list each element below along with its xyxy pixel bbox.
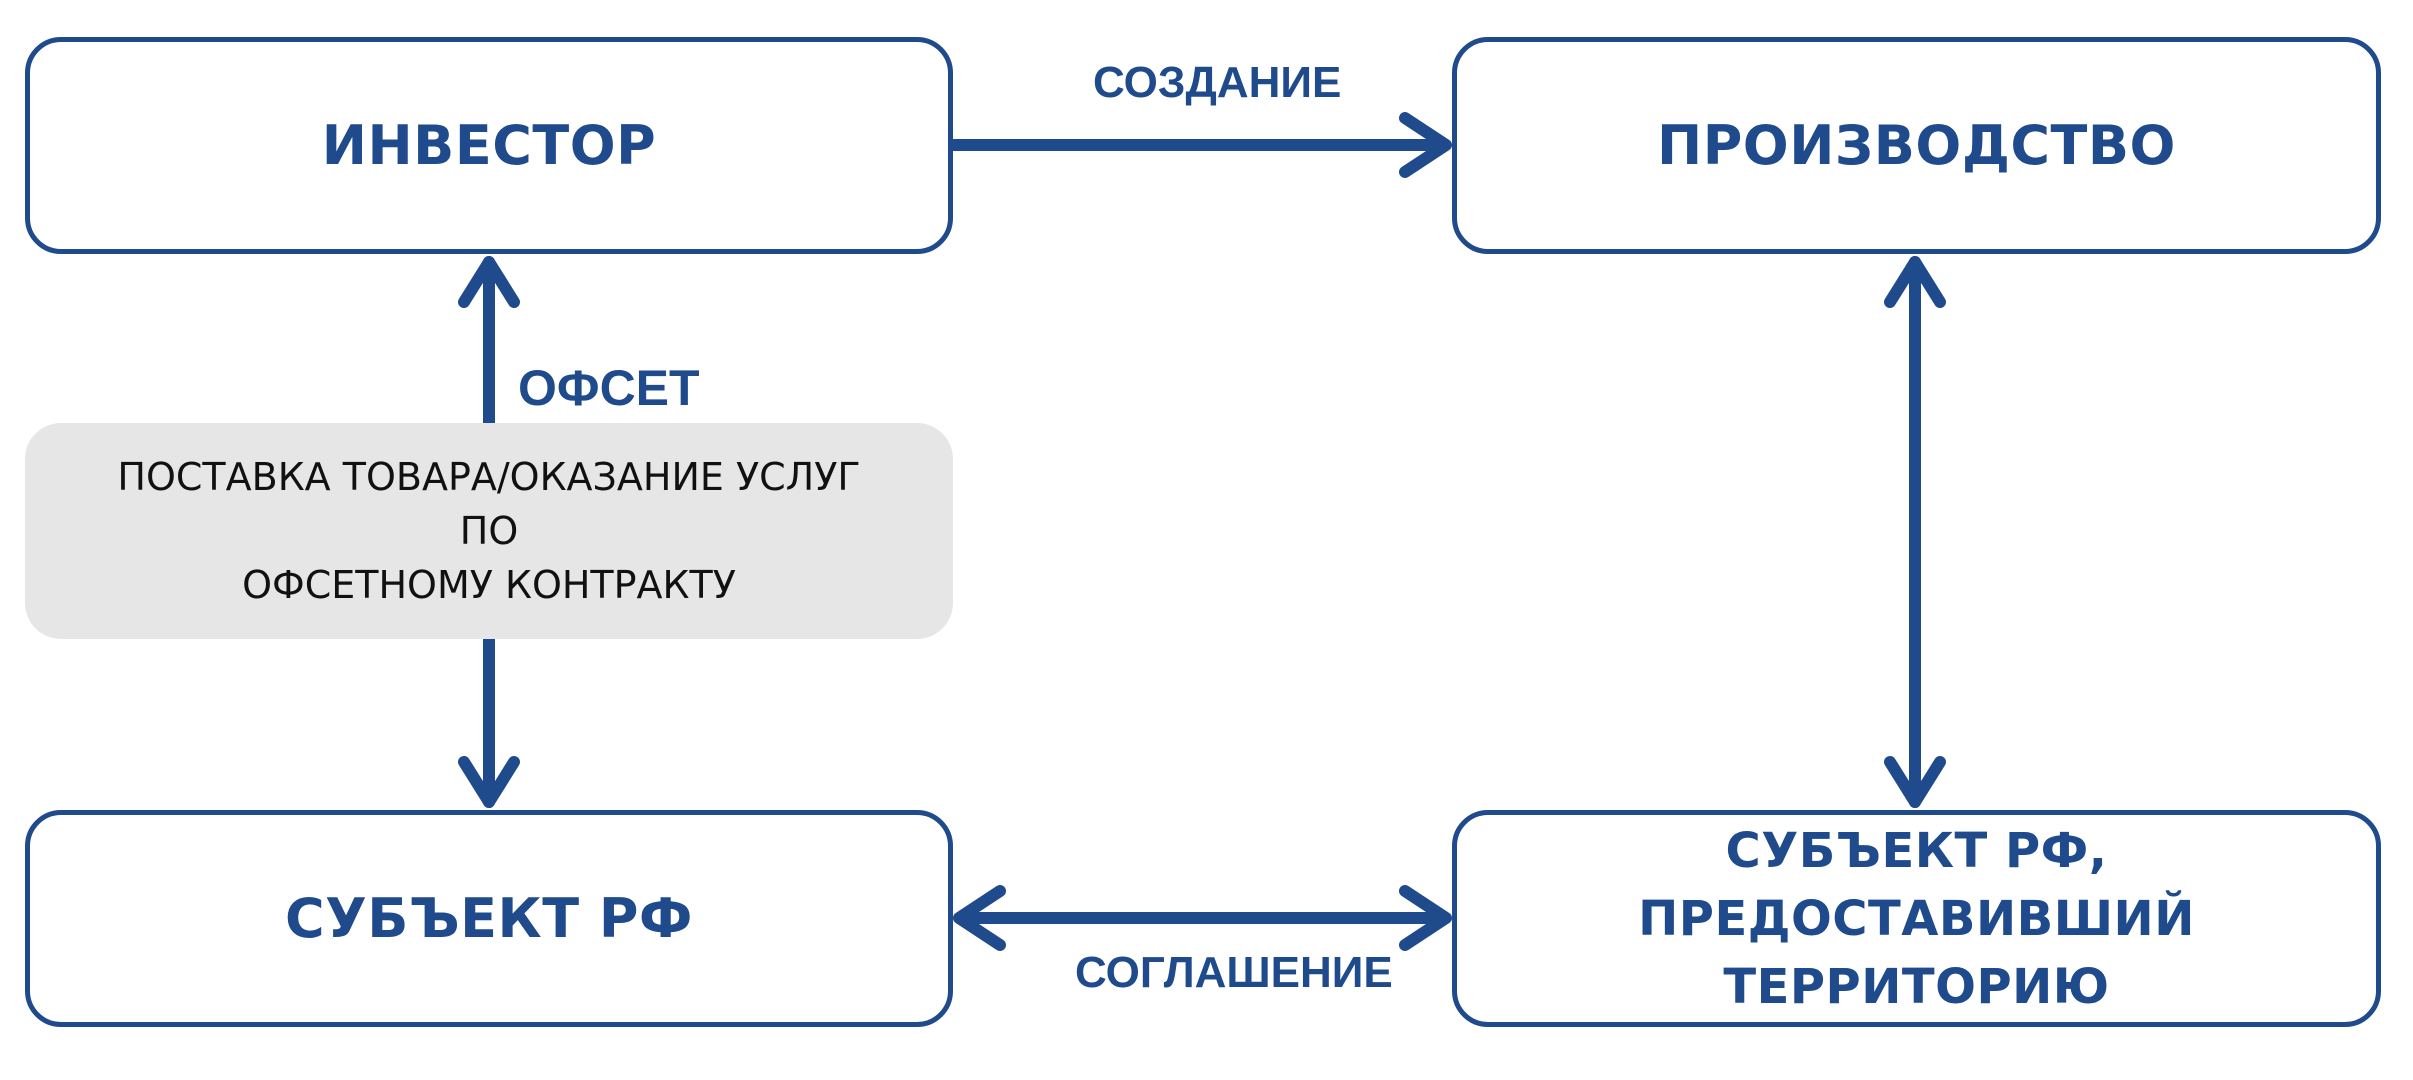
agreement-label: СОГЛАШЕНИЕ	[1075, 948, 1393, 997]
offset-contract-note-line2: ОФСЕТНОМУ КОНТРАКТУ	[242, 563, 736, 607]
creation-arrow-head	[1399, 112, 1452, 178]
creation-label: СОЗДАНИЕ	[1093, 58, 1342, 107]
subject-rf-territory-box: СУБЪЕКТ РФ, ПРЕДОСТАВИВШИЙ ТЕРРИТОРИЮ	[1452, 810, 2381, 1027]
production-territory-arrow-head-top	[1884, 256, 1946, 308]
offset-label: ОФСЕТ	[518, 360, 700, 416]
offset-contract-note: ПОСТАВКА ТОВАРА/ОКАЗАНИЕ УСЛУГ ПО ОФСЕТН…	[25, 423, 953, 639]
subject-rf-box: СУБЪЕКТ РФ	[25, 810, 953, 1027]
production-box: ПРОИЗВОДСТВО	[1452, 37, 2381, 254]
agreement-arrow-head-right	[1399, 885, 1452, 951]
subject-rf-territory-label-line1: СУБЪЕКТ РФ, ПРЕДОСТАВИВШИЙ	[1638, 822, 2195, 947]
offset-contract-note-text: ПОСТАВКА ТОВАРА/ОКАЗАНИЕ УСЛУГ ПО ОФСЕТН…	[85, 450, 893, 612]
production-label: ПРОИЗВОДСТВО	[1657, 114, 2176, 177]
subject-rf-territory-label-line2: ТЕРРИТОРИЮ	[1723, 958, 2110, 1015]
subject-rf-territory-text: СУБЪЕКТ РФ, ПРЕДОСТАВИВШИЙ ТЕРРИТОРИЮ	[1487, 817, 2346, 1021]
investor-label: ИНВЕСТОР	[321, 114, 657, 177]
offset-down-arrow-head	[458, 756, 520, 808]
subject-rf-label: СУБЪЕКТ РФ	[285, 887, 693, 950]
offset-contract-note-line1: ПОСТАВКА ТОВАРА/ОКАЗАНИЕ УСЛУГ ПО	[117, 455, 861, 553]
production-territory-arrow-head-bottom	[1884, 756, 1946, 808]
agreement-arrow-head-left	[953, 885, 1006, 951]
investor-box: ИНВЕСТОР	[25, 37, 953, 254]
offset-up-arrow-head	[458, 256, 520, 308]
